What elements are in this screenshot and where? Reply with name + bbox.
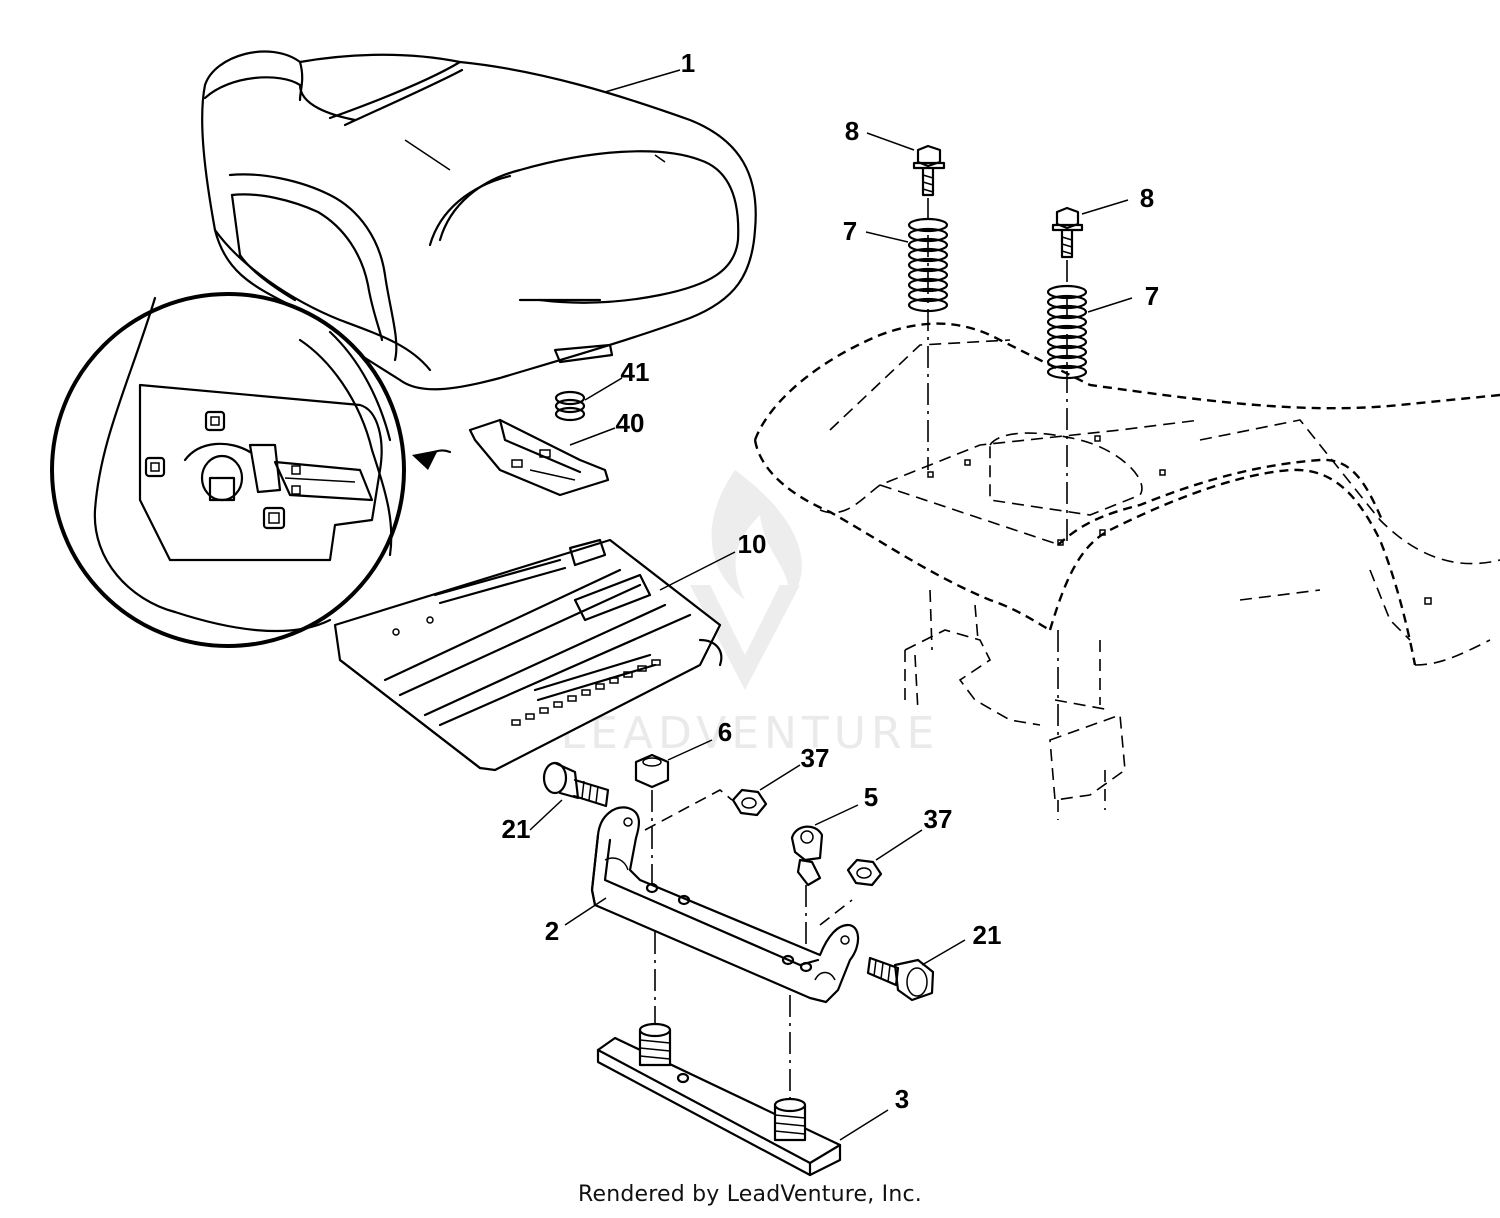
small-spring (554, 390, 586, 422)
callout-37-lower: 37 (924, 804, 953, 834)
seat-drawing (201, 50, 757, 391)
seat-pan (333, 538, 723, 772)
callout-21-right: 21 (973, 920, 1002, 950)
callout-37-upper: 37 (801, 743, 830, 773)
callout-40: 40 (616, 408, 645, 438)
callout-3: 3 (895, 1084, 909, 1114)
callout-6: 6 (718, 717, 732, 747)
locknut (634, 753, 670, 789)
callout-41: 41 (621, 357, 650, 387)
mounting-bracket (590, 806, 860, 1004)
callout-21-left: 21 (502, 814, 531, 844)
base-plate (596, 1022, 842, 1177)
callout-5: 5 (864, 782, 878, 812)
latch-plate (468, 418, 610, 497)
detail-view-circle (50, 292, 406, 648)
seat-pan-slots (511, 659, 661, 726)
callout-8-right: 8 (1140, 183, 1154, 213)
spring-left (907, 217, 949, 313)
nut-upper (731, 788, 768, 817)
callout-7-right: 7 (1145, 281, 1159, 311)
footer-credit: Rendered by LeadVenture, Inc. (578, 1182, 922, 1207)
callout-7-left: 7 (843, 216, 857, 246)
base-stud-right (773, 1097, 807, 1142)
spring-right (1046, 284, 1088, 380)
nut-lower (846, 858, 883, 887)
bolt-right (1051, 206, 1084, 259)
clip (790, 825, 824, 887)
callout-8-left: 8 (845, 116, 859, 146)
base-stud-left (638, 1022, 672, 1067)
watermark-text: LEADVENTURE (561, 708, 940, 759)
callout-10: 10 (738, 529, 767, 559)
callout-2: 2 (545, 916, 559, 946)
fender-outline (753, 322, 1500, 820)
bolt-left (912, 144, 946, 197)
callout-1: 1 (681, 48, 695, 78)
watermark-logo: LEADVENTURE (561, 470, 940, 759)
shoulder-bolt-left (542, 761, 610, 808)
shoulder-bolt-right (866, 956, 935, 1002)
